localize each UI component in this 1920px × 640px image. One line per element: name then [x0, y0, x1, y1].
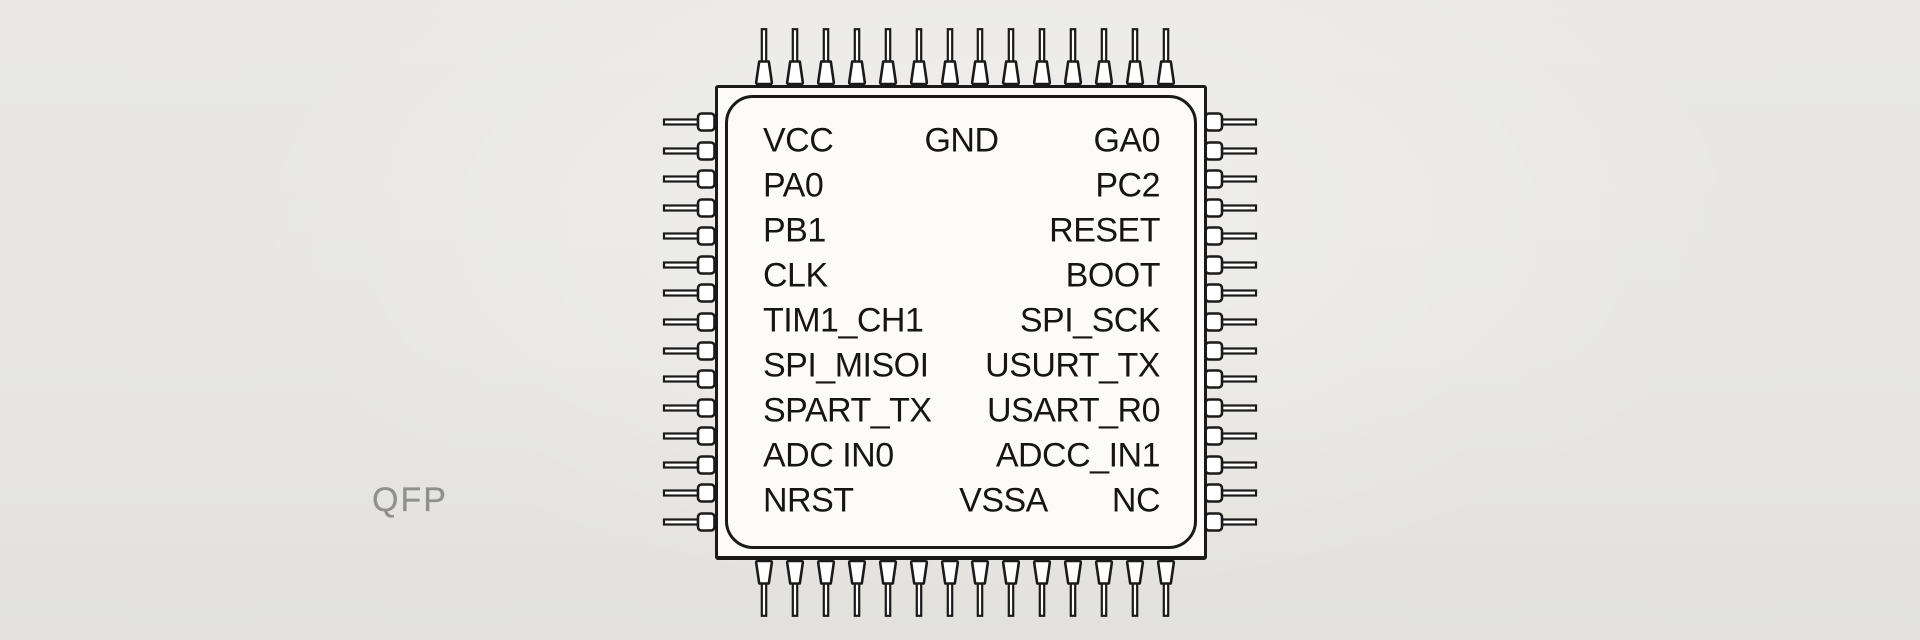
bottom-pin [969, 559, 991, 617]
pin-label-left: ADC IN0 [763, 436, 894, 474]
bottom-pin [1124, 559, 1146, 617]
pin-label-left: TIM1_CH1 [763, 301, 924, 339]
pin-label-right: USART_R0 [987, 391, 1161, 429]
bottom-pin [1000, 559, 1022, 617]
top-pin [1031, 28, 1053, 86]
right-pin [1204, 312, 1258, 332]
pin-label-right: ADCC_IN1 [995, 436, 1161, 474]
pin-label-row: PB1 RESET [763, 208, 1160, 253]
right-pin [1204, 283, 1258, 304]
top-pin [939, 28, 961, 86]
pin-label-right: USURT_TX [985, 346, 1160, 384]
top-pin [1155, 28, 1177, 86]
pin-label-right: NC [1111, 481, 1161, 519]
top-pin [877, 28, 899, 86]
pin-label-left: NRST [763, 481, 854, 519]
top-pin [1062, 28, 1084, 86]
left-pin [662, 312, 716, 332]
right-pin [1204, 112, 1258, 132]
package-type-label: QFP [372, 481, 448, 519]
bottom-pin [1031, 559, 1053, 617]
pin-label-row: CLK BOOT [763, 253, 1161, 298]
left-pin [662, 397, 716, 418]
pin-label-row: SPI_MISOI USURT_TX [763, 343, 1160, 388]
pins-top [753, 28, 1177, 86]
left-pin [662, 426, 716, 446]
left-pin [662, 112, 716, 132]
pin-label-row: ADC IN0 ADCC_IN1 [763, 433, 1161, 478]
top-pin [969, 28, 991, 86]
pin-label-row: PA0 PC2 [763, 163, 1160, 208]
right-pin [1204, 454, 1258, 475]
bottom-pin [908, 559, 930, 617]
pin-label-row: TIM1_CH1 SPI_SCK [763, 298, 1161, 343]
right-pin [1204, 512, 1258, 532]
right-pin [1204, 226, 1258, 247]
pin-label-middle: VSSA [959, 481, 1048, 519]
right-pin [1204, 255, 1258, 275]
pin-label-row: NRST VSSA NC [763, 478, 1161, 523]
bottom-pin [939, 559, 961, 617]
left-pin [662, 454, 716, 475]
left-pin [662, 369, 716, 389]
right-pin [1204, 340, 1258, 361]
left-pin [662, 283, 716, 304]
pin-label-right: GA0 [1093, 121, 1160, 159]
left-pin [662, 483, 716, 504]
right-pin [1204, 197, 1258, 218]
top-pin [1000, 28, 1022, 86]
right-pin [1204, 169, 1258, 189]
left-pin [662, 226, 716, 247]
right-pin [1204, 397, 1258, 418]
right-pin [1204, 140, 1258, 161]
bottom-pin [1155, 559, 1177, 617]
pin-label-right: RESET [1049, 211, 1160, 249]
top-pin [753, 28, 775, 86]
bottom-pin [815, 559, 837, 617]
pin-label-left: VCC [763, 121, 834, 159]
bottom-pin [846, 559, 868, 617]
left-pin [662, 512, 716, 532]
top-pin [1124, 28, 1146, 86]
top-pin [784, 28, 806, 86]
left-pin [662, 340, 716, 361]
bottom-pin [1093, 559, 1115, 617]
pins-right [1204, 112, 1258, 532]
right-pin [1204, 426, 1258, 446]
pin-label-right: BOOT [1065, 256, 1161, 294]
pin-label-left: SPI_MISOI [763, 346, 929, 384]
pin-label-left: SPART_TX [763, 391, 932, 429]
right-pin [1204, 483, 1258, 504]
pins-bottom [753, 559, 1177, 617]
top-pin [1093, 28, 1115, 86]
pin-label-right: PC2 [1095, 166, 1160, 204]
bottom-pin [784, 559, 806, 617]
pin-label-middle: GND [924, 121, 999, 159]
pin-label-left: PA0 [763, 166, 824, 204]
top-pin [908, 28, 930, 86]
pin-label-right: SPI_SCK [1019, 301, 1161, 339]
pin-label-row: VCC GND GA0 [763, 118, 1160, 163]
right-pin [1204, 369, 1258, 389]
left-pin [662, 169, 716, 189]
bottom-pin [1062, 559, 1084, 617]
pin-label-row: SPART_TX USART_R0 [763, 388, 1161, 433]
bottom-pin [753, 559, 775, 617]
pin-label-left: CLK [763, 256, 828, 294]
top-pin [846, 28, 868, 86]
left-pin [662, 255, 716, 275]
left-pin [662, 197, 716, 218]
pin-label-left: PB1 [763, 211, 826, 249]
left-pin [662, 140, 716, 161]
bottom-pin [877, 559, 899, 617]
top-pin [815, 28, 837, 86]
pins-left [662, 112, 716, 532]
